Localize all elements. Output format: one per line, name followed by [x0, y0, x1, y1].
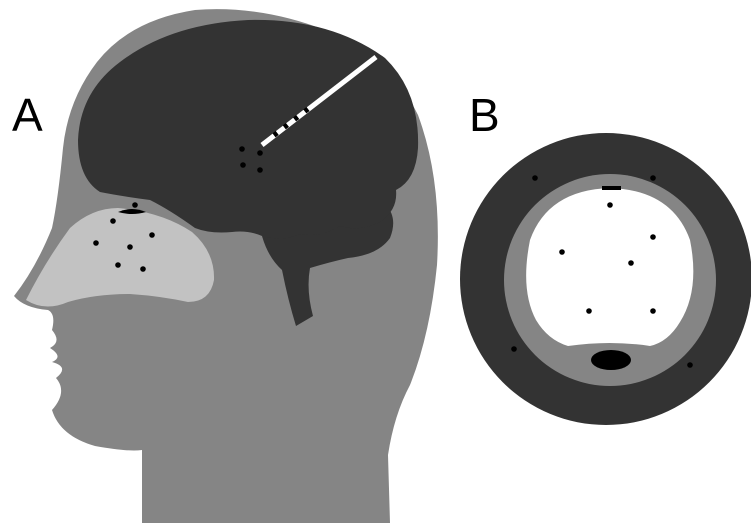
nasal-dot — [132, 202, 138, 208]
lumen-dot — [607, 202, 613, 208]
nasal-dot — [140, 266, 146, 272]
electrode-dot — [257, 167, 263, 173]
panel-b-label: B — [469, 89, 500, 141]
panel-a-label: A — [12, 89, 43, 141]
electrode-dot — [257, 150, 263, 156]
lumen-dot — [650, 234, 656, 240]
ring-dot — [532, 175, 538, 181]
ring-dot — [511, 346, 517, 352]
nasal-dot — [110, 218, 116, 224]
lumen-dot — [586, 308, 592, 314]
electrode-dot — [240, 162, 246, 168]
nasal-dot — [127, 244, 133, 250]
ring-dot — [687, 362, 693, 368]
nasal-dot — [149, 232, 155, 238]
panel-b: B — [460, 89, 751, 425]
lumen-dot — [628, 260, 634, 266]
inner-lumen — [526, 188, 693, 346]
lumen-dot — [650, 308, 656, 314]
nasal-dot — [115, 262, 121, 268]
top-marker — [602, 186, 621, 190]
bottom-oval — [591, 350, 631, 370]
ring-dot — [650, 175, 656, 181]
lumen-dot — [559, 249, 565, 255]
electrode-dot — [239, 146, 245, 152]
panel-a: A — [12, 9, 438, 523]
nasal-dot — [93, 240, 99, 246]
